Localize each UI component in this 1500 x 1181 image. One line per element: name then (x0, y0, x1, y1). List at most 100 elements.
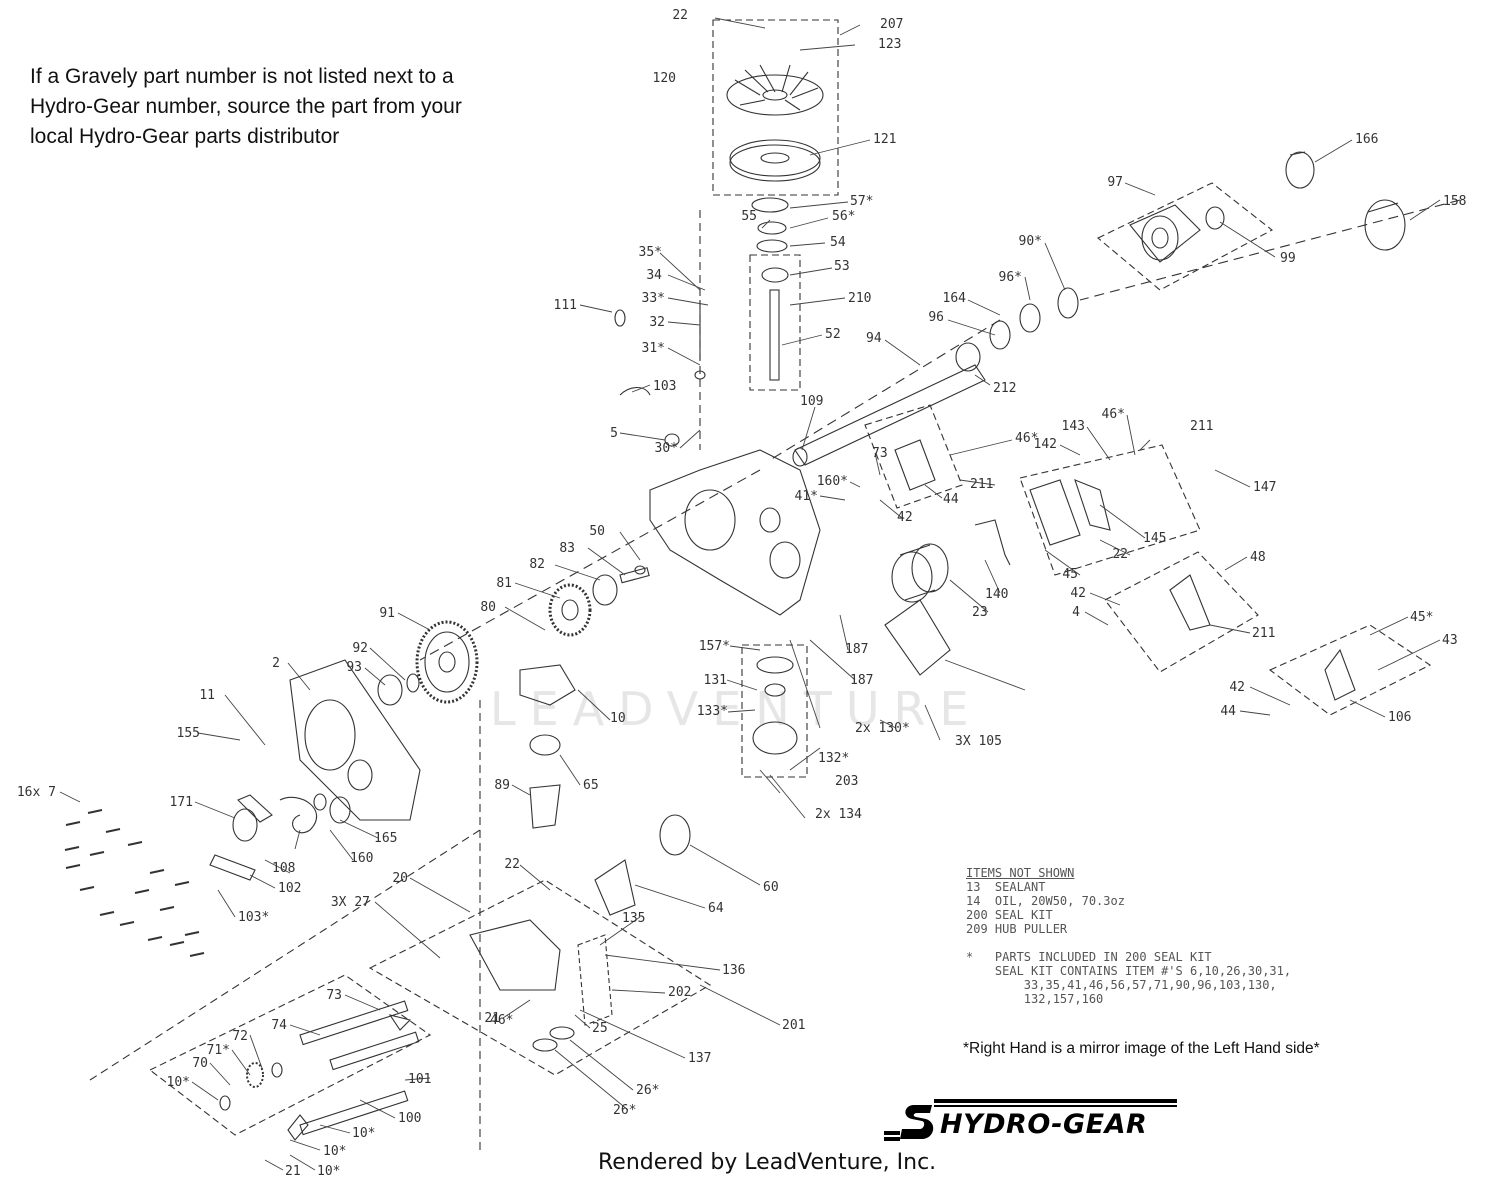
item-row: 14 OIL, 20W50, 70.3oz (966, 894, 1125, 908)
callout: 96 (928, 310, 944, 325)
callout: 44 (943, 492, 959, 507)
mirror-image-note: *Right Hand is a mirror image of the Lef… (963, 1040, 1320, 1057)
base-assembly-box (368, 879, 712, 1076)
bearing-sleeve-166 (1285, 151, 1315, 189)
callout: 202 (668, 985, 691, 1000)
callout: 32 (649, 315, 665, 330)
callout: 211 (1190, 419, 1213, 434)
callout: 73 (872, 446, 888, 461)
callout: 21 (484, 1011, 500, 1026)
shaft-100 (299, 1090, 409, 1136)
seal-165 (313, 793, 327, 811)
callout: 10* (317, 1164, 340, 1179)
washer-92 (406, 673, 420, 693)
bracket-44 (894, 439, 936, 491)
seal-60 (659, 814, 691, 856)
bracket-145 (1074, 479, 1111, 531)
callout: 2x 134 (815, 807, 862, 822)
gear-91 (415, 620, 479, 704)
callout: 171 (170, 795, 193, 810)
hub-box (1096, 182, 1274, 291)
callout: 22 (1112, 547, 1128, 562)
callout: 21 (285, 1164, 301, 1179)
callout: 158 (1443, 194, 1466, 209)
callout: 50 (589, 524, 605, 539)
callout: 42 (897, 510, 913, 525)
arm-140 (974, 519, 1011, 566)
sub-box-202 (577, 934, 613, 1026)
callout: 2x 130* (855, 721, 910, 736)
end-cover (289, 659, 421, 821)
callout: 64 (708, 901, 724, 916)
callout: 73 (326, 988, 342, 1003)
cooling-fan (726, 64, 824, 116)
callout: 109 (800, 394, 823, 409)
callout: 103* (238, 910, 269, 925)
callout: 45* (1410, 610, 1433, 625)
bracket-4 (1169, 574, 1211, 631)
washer (756, 239, 788, 253)
callout: 207 (880, 17, 903, 32)
gear-71 (246, 1062, 264, 1088)
fitting-111 (614, 309, 626, 327)
callout: 10* (352, 1126, 375, 1141)
retaining-ring (751, 197, 789, 213)
callout: 123 (878, 37, 901, 52)
charge-pump-box (741, 644, 808, 778)
seal-kit-footnote: * PARTS INCLUDED IN 200 SEAL KIT (966, 950, 1212, 964)
rendered-by-credit: Rendered by LeadVenture, Inc. (598, 1150, 937, 1175)
item-row: 200 SEAL KIT (966, 908, 1053, 922)
callout: 92 (352, 641, 368, 656)
callout: 72 (232, 1029, 248, 1044)
callout: 187 (850, 673, 873, 688)
callout: 108 (272, 861, 295, 876)
seal-160 (329, 796, 351, 824)
callout: 160* (817, 474, 848, 489)
filter-guard (884, 599, 951, 676)
callout: 16x 7 (17, 785, 56, 800)
item-row: 13 SEALANT (966, 880, 1046, 894)
callout: 201 (782, 1018, 805, 1033)
callout: 142 (1034, 437, 1057, 452)
bearing-sleeve-158 (1364, 199, 1406, 251)
callout: 56* (832, 209, 855, 224)
callout: 3X 27 (331, 895, 370, 910)
callout: 166 (1355, 132, 1378, 147)
axle-shaft (792, 342, 986, 467)
callout: 165 (374, 831, 397, 846)
callout: 46* (1015, 431, 1038, 446)
callout: 133* (697, 704, 728, 719)
callout: 22 (504, 857, 520, 872)
arm-102 (209, 854, 256, 881)
gear-82 (592, 574, 618, 606)
callout: 26* (613, 1103, 636, 1118)
callout: 187 (845, 642, 868, 657)
snap-ring (1057, 287, 1079, 319)
pin-103 (619, 386, 651, 396)
callout: 136 (722, 963, 745, 978)
seal-kit-footnote: SEAL KIT CONTAINS ITEM #'S 6,10,26,30,31… (966, 964, 1292, 978)
callout: 94 (866, 331, 882, 346)
bracket-22 (1029, 479, 1081, 546)
lower-shafts-box (148, 974, 432, 1136)
brand-name: HYDRO-GEAR (940, 1109, 1148, 1140)
callout: 44 (1220, 704, 1236, 719)
swashplate-20 (469, 919, 561, 991)
axle-seal (1019, 303, 1041, 333)
callout: 46* (490, 1013, 513, 1028)
callout: 89 (494, 778, 510, 793)
callout-labels: 22 207 123 120 121 57* 55 56* 54 53 210 … (17, 8, 1467, 1179)
callout: 57* (850, 194, 873, 209)
callout: 65 (583, 778, 599, 793)
callout: 20 (392, 871, 408, 886)
callout: 91 (379, 606, 395, 621)
thrust-washer (989, 320, 1011, 350)
callout: 103 (653, 379, 676, 394)
callout: 160 (350, 851, 373, 866)
collar-171 (232, 808, 258, 842)
arm-100 (287, 1114, 309, 1141)
callout: 80 (480, 600, 496, 615)
shaft-73 (299, 1000, 409, 1046)
callout: 81 (496, 576, 512, 591)
